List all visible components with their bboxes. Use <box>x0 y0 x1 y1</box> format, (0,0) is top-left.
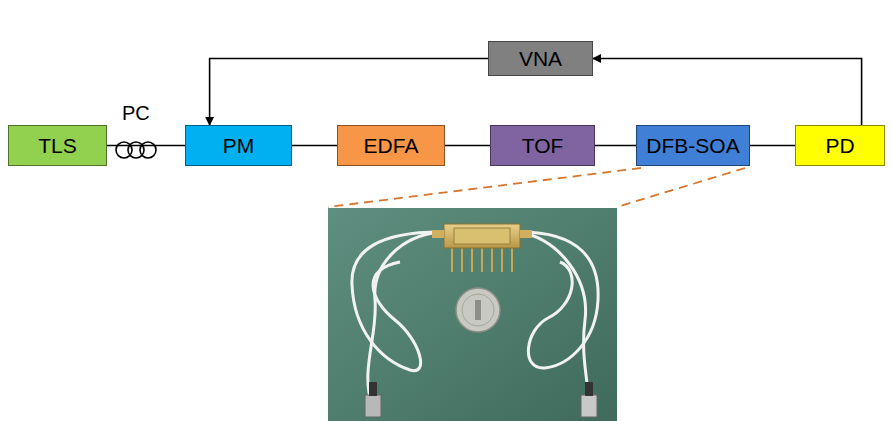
filter-box: TOF <box>490 125 595 166</box>
signal-connector <box>595 145 636 147</box>
instrument-box: VNA <box>488 41 593 76</box>
signal-connector <box>445 145 490 147</box>
node-label: EDFA <box>358 134 425 158</box>
modulator-box: PM <box>185 125 292 166</box>
node-label: TLS <box>32 134 83 158</box>
detector-box: PD <box>795 125 885 166</box>
signal-connector <box>750 145 795 147</box>
zoom-leader-line <box>328 168 745 207</box>
node-label: PD <box>819 134 860 158</box>
node-label: DFB-SOA <box>640 134 745 158</box>
node-label: VNA <box>513 47 568 71</box>
device-box: DFB-SOA <box>636 125 750 166</box>
device-photo <box>328 208 617 421</box>
node-label: PM <box>217 134 261 158</box>
signal-connector <box>210 59 488 126</box>
node-label: TOF <box>516 134 570 158</box>
amplifier-box: EDFA <box>337 125 445 166</box>
polarization-controller-symbol <box>116 142 156 158</box>
signal-connector <box>292 145 337 147</box>
signal-connector <box>593 59 862 126</box>
laser-box: TLS <box>8 125 107 166</box>
component-label: PC <box>122 102 150 125</box>
